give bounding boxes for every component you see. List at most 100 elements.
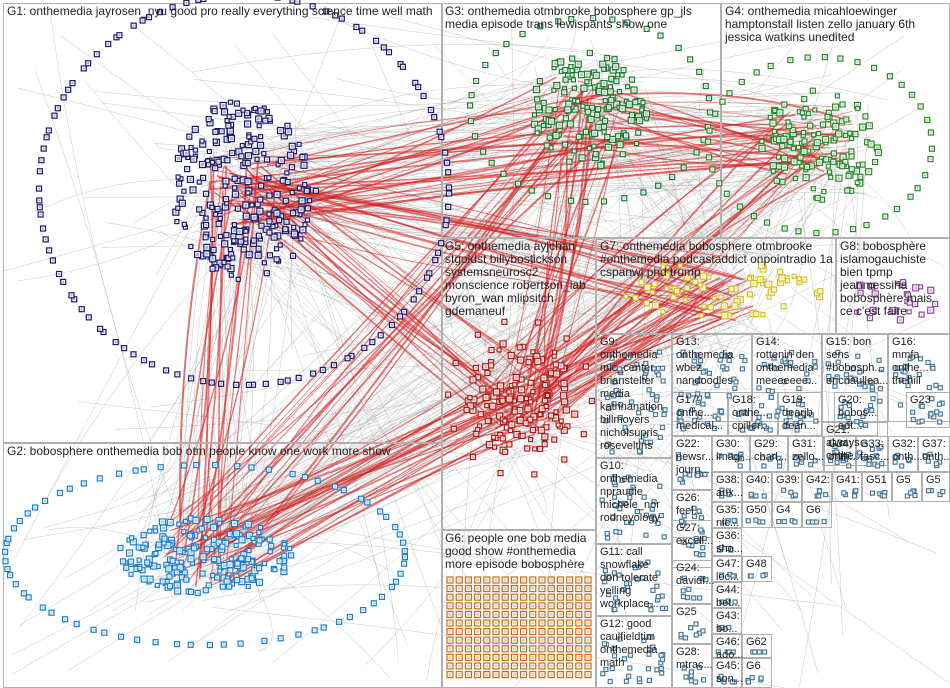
group-label-line: nic... xyxy=(716,517,739,529)
group-label-line: sho... xyxy=(716,543,743,555)
node-g4 xyxy=(865,168,873,176)
node-g3-fill xyxy=(564,69,567,72)
node-g1-ring xyxy=(445,190,453,197)
node-g2-ring xyxy=(96,475,103,482)
node-g14 xyxy=(773,365,779,372)
node-g6-fill xyxy=(540,578,544,582)
node-g1 xyxy=(200,174,207,181)
node-g6 xyxy=(483,619,491,627)
node-g1-fill xyxy=(227,257,230,259)
node-g1-ring-fill xyxy=(38,206,41,209)
node-g7 xyxy=(760,312,766,318)
group-box-g29 xyxy=(750,436,788,472)
node-g4-fill xyxy=(832,152,835,155)
edge-gray xyxy=(368,10,622,78)
node-g42-fill xyxy=(819,490,821,492)
node-g1-fill xyxy=(236,207,239,210)
node-g26 xyxy=(698,514,705,521)
node-g2-ring xyxy=(301,474,309,481)
node-g37-fill xyxy=(929,453,931,455)
node-g7-fill xyxy=(780,276,784,280)
group-label-g44: G44:bet... xyxy=(716,584,740,609)
node-g7-fill xyxy=(751,312,755,316)
node-g5-ring-fill xyxy=(447,393,450,396)
node-g2-ring-fill xyxy=(44,499,47,502)
node-g16-fill xyxy=(904,365,906,367)
edge-red xyxy=(234,110,608,161)
node-g6-fill xyxy=(494,587,498,591)
group-label-line: math xyxy=(600,657,624,669)
group-label-g52: G5 xyxy=(896,474,911,486)
node-g5-ring-fill xyxy=(565,337,568,340)
node-g2-ring-fill xyxy=(297,633,300,636)
node-g1-ring xyxy=(35,185,43,192)
node-g13-fill xyxy=(734,387,736,389)
node-g9 xyxy=(606,363,613,370)
node-g6-fill xyxy=(586,578,590,582)
node-g4 xyxy=(835,174,843,182)
node-g6 xyxy=(492,602,500,610)
node-g7-fill xyxy=(713,297,715,299)
node-g6-fill xyxy=(512,673,516,677)
group-label-line: wbez xyxy=(675,362,702,374)
node-g10-fill xyxy=(645,514,647,516)
node-g3-ring-fill xyxy=(623,197,626,200)
node-g1-ring-fill xyxy=(132,353,135,356)
node-g4 xyxy=(771,128,778,134)
group-box-g22 xyxy=(672,436,712,490)
node-g4-fill xyxy=(769,116,771,118)
node-g12-fill xyxy=(628,675,630,677)
node-g5-ring xyxy=(452,359,459,367)
node-g7-fill xyxy=(816,292,819,295)
node-g33-fill xyxy=(875,455,877,457)
node-g8 xyxy=(866,315,874,322)
node-g3-fill xyxy=(535,88,538,92)
node-g1 xyxy=(223,232,230,239)
node-g6-fill xyxy=(448,638,452,642)
group-label-g37: G37:onth... xyxy=(922,438,950,463)
node-g3-fill xyxy=(576,62,580,66)
node-g5-ring-fill xyxy=(471,456,474,458)
node-g1-fill xyxy=(284,228,287,231)
node-g3-ring-fill xyxy=(702,138,705,141)
node-g9-fill xyxy=(618,368,620,370)
node-g28-fill xyxy=(685,676,687,678)
node-g1-fill xyxy=(259,198,262,201)
node-g9-fill xyxy=(613,395,615,397)
group-label-line: npraudie xyxy=(600,486,643,498)
group-label-line: G4: onthemedia micahloewinger xyxy=(725,4,897,18)
node-g6-fill xyxy=(549,647,553,651)
node-g60-fill xyxy=(812,521,813,523)
node-g13 xyxy=(696,363,702,369)
node-g30-fill xyxy=(729,454,731,456)
node-g29-fill xyxy=(769,458,771,460)
node-g6-fill xyxy=(494,630,498,634)
node-g4-fill xyxy=(807,113,809,115)
edge-red xyxy=(533,159,813,419)
node-g6 xyxy=(474,662,482,670)
node-g3-fill xyxy=(572,79,574,81)
edge-red xyxy=(545,114,786,394)
node-g4-fill xyxy=(792,160,796,164)
node-g6 xyxy=(584,636,592,644)
node-g15-fill xyxy=(862,383,864,385)
node-g11-fill xyxy=(665,607,666,609)
node-g12-fill xyxy=(625,680,627,682)
node-g29-fill xyxy=(762,457,764,459)
node-g2-fill xyxy=(250,560,253,563)
node-g2 xyxy=(165,565,173,573)
node-g4 xyxy=(823,156,830,163)
node-g1-fill xyxy=(258,125,260,127)
node-g9-fill xyxy=(651,394,653,396)
node-g18-fill xyxy=(763,425,765,427)
node-g5-fill xyxy=(553,438,556,441)
edge-gray xyxy=(698,233,725,269)
node-g29 xyxy=(767,456,773,462)
node-g18-fill xyxy=(755,424,757,426)
node-g6 xyxy=(446,627,454,636)
node-g4-ring xyxy=(712,110,719,117)
node-g5 xyxy=(467,395,473,401)
node-g6 xyxy=(483,610,491,619)
node-g3-fill xyxy=(573,87,575,89)
node-g1-fill xyxy=(227,124,230,127)
